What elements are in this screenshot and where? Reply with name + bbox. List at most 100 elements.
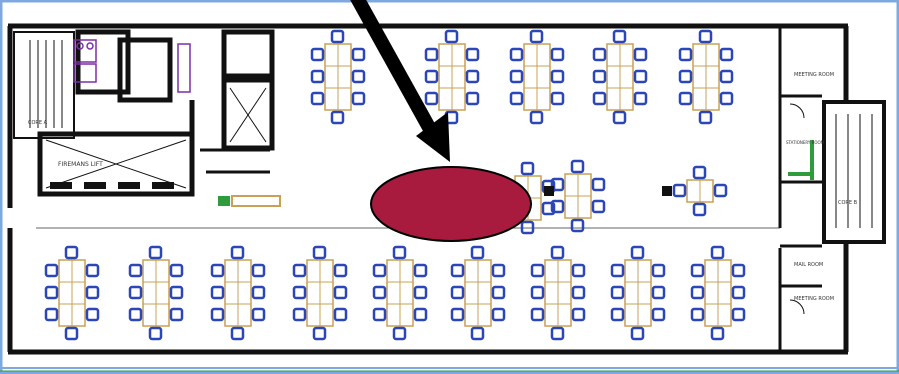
chair (450, 263, 465, 278)
chair (169, 285, 184, 300)
chair (571, 307, 586, 322)
chair (612, 110, 627, 125)
chair (530, 307, 545, 322)
chair (719, 69, 734, 84)
chair (731, 285, 746, 300)
reception-counter (231, 195, 281, 207)
chair (550, 91, 565, 106)
chair (550, 326, 565, 341)
chair (372, 285, 387, 300)
chair (424, 91, 439, 106)
chair (731, 307, 746, 322)
chair (128, 307, 143, 322)
chair (610, 285, 625, 300)
chair (310, 91, 325, 106)
chair (550, 47, 565, 62)
meeting-room-bottom-label: MEETING ROOM (794, 296, 834, 302)
chair (530, 263, 545, 278)
chair (372, 263, 387, 278)
chair (251, 285, 266, 300)
chair (210, 285, 225, 300)
chair (470, 326, 485, 341)
meeting-room-top-label: MEETING ROOM (794, 72, 834, 78)
chair (710, 326, 725, 341)
chair (633, 47, 648, 62)
chair (148, 245, 163, 260)
chair (713, 183, 728, 198)
chair (509, 91, 524, 106)
chair (690, 285, 705, 300)
chair (529, 110, 544, 125)
chair (470, 245, 485, 260)
chair (630, 245, 645, 260)
green-fixture (218, 196, 230, 206)
chair (550, 177, 565, 192)
chair (292, 307, 307, 322)
chair (230, 326, 245, 341)
chair (148, 326, 163, 341)
chair (591, 177, 606, 192)
chair (612, 29, 627, 44)
chair (312, 326, 327, 341)
toilet-fixtures (73, 39, 191, 93)
chair (541, 201, 556, 216)
chair (392, 326, 407, 341)
chair (413, 285, 428, 300)
chair (571, 263, 586, 278)
chair (570, 159, 585, 174)
chair (413, 307, 428, 322)
chair (651, 285, 666, 300)
chair (491, 285, 506, 300)
chair (310, 47, 325, 62)
chair (330, 110, 345, 125)
chair (128, 263, 143, 278)
chair (633, 69, 648, 84)
chair (592, 47, 607, 62)
chair (690, 307, 705, 322)
chair (85, 285, 100, 300)
chair (310, 69, 325, 84)
chair (292, 285, 307, 300)
chair (509, 47, 524, 62)
core-b-label: CORE B (838, 200, 858, 206)
chair (465, 47, 480, 62)
green-fixture (810, 140, 814, 180)
left-core-block (13, 29, 275, 197)
firemans-lift-label: FIREMANS LIFT (58, 161, 103, 168)
chair (44, 285, 59, 300)
chair (719, 47, 734, 62)
chair (351, 91, 366, 106)
chair (230, 245, 245, 260)
chair (592, 69, 607, 84)
chair (651, 263, 666, 278)
chair (44, 307, 59, 322)
chair (169, 307, 184, 322)
chair (351, 47, 366, 62)
chair (330, 29, 345, 44)
chair (333, 307, 348, 322)
chair (444, 29, 459, 44)
chair (529, 29, 544, 44)
chair (571, 285, 586, 300)
chair (351, 69, 366, 84)
chair (570, 218, 585, 233)
chair (719, 91, 734, 106)
chair (731, 263, 746, 278)
chair (690, 263, 705, 278)
chair (251, 307, 266, 322)
chair (292, 263, 307, 278)
chair (592, 91, 607, 106)
chair (333, 263, 348, 278)
chair (210, 263, 225, 278)
chair (465, 69, 480, 84)
chair (530, 285, 545, 300)
right-core-block (778, 26, 886, 352)
chair (333, 285, 348, 300)
columns (544, 186, 672, 196)
chair (450, 307, 465, 322)
chair (698, 110, 713, 125)
chair (491, 263, 506, 278)
stationery-room-label: STATIONERY ROOM (786, 140, 825, 145)
